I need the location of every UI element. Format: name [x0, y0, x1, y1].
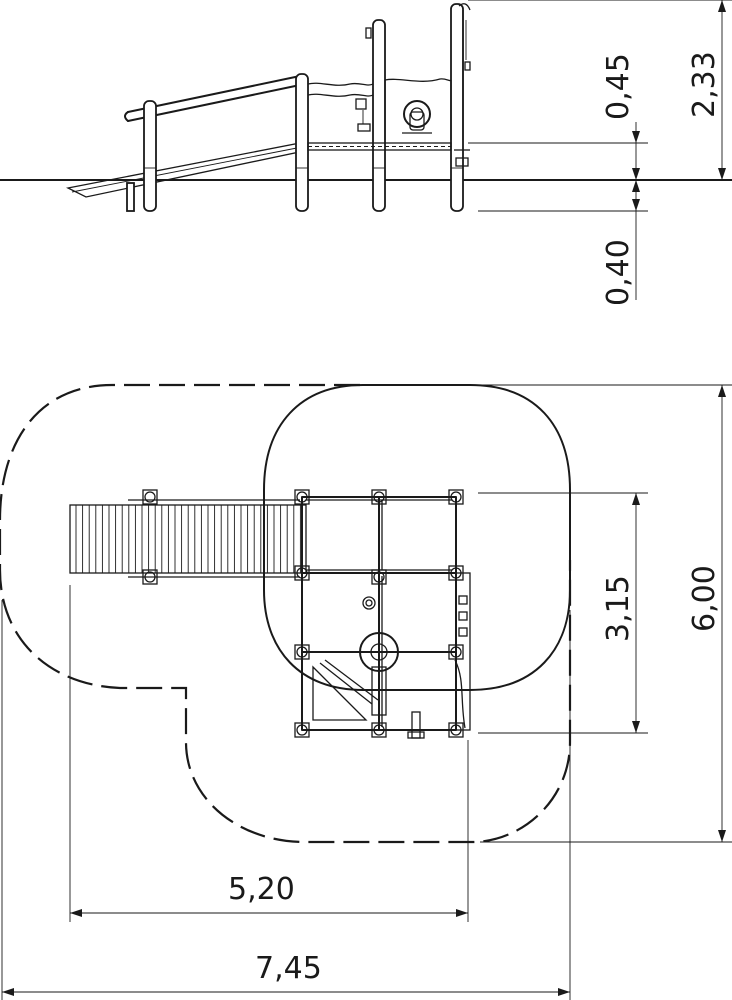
- safety-area-outline: [0, 383, 572, 844]
- dim-play-area-length: 5,20: [228, 872, 295, 907]
- plan-dimensions: [1, 384, 732, 1000]
- ramp-side: [65, 142, 305, 198]
- ramp-top: [69, 499, 307, 578]
- play-area-outline: [263, 384, 571, 691]
- posts-top: [142, 489, 464, 738]
- dim-foundation-depth: 0,40: [601, 239, 636, 306]
- height-dimensions: [468, 0, 732, 300]
- dim-platform-height: 0,45: [601, 53, 636, 120]
- dim-total-height: 2,33: [687, 51, 722, 118]
- side-elevation: [0, 0, 732, 300]
- plan-view: [0, 383, 732, 1000]
- tower-frame: [301, 496, 471, 739]
- dim-safety-area-length: 7,45: [255, 951, 322, 986]
- panels-side: [307, 3, 471, 167]
- dim-play-area-width: 3,15: [601, 575, 636, 642]
- dim-safety-area-depth: 6,00: [687, 565, 722, 632]
- platform-deck-side: [307, 142, 452, 151]
